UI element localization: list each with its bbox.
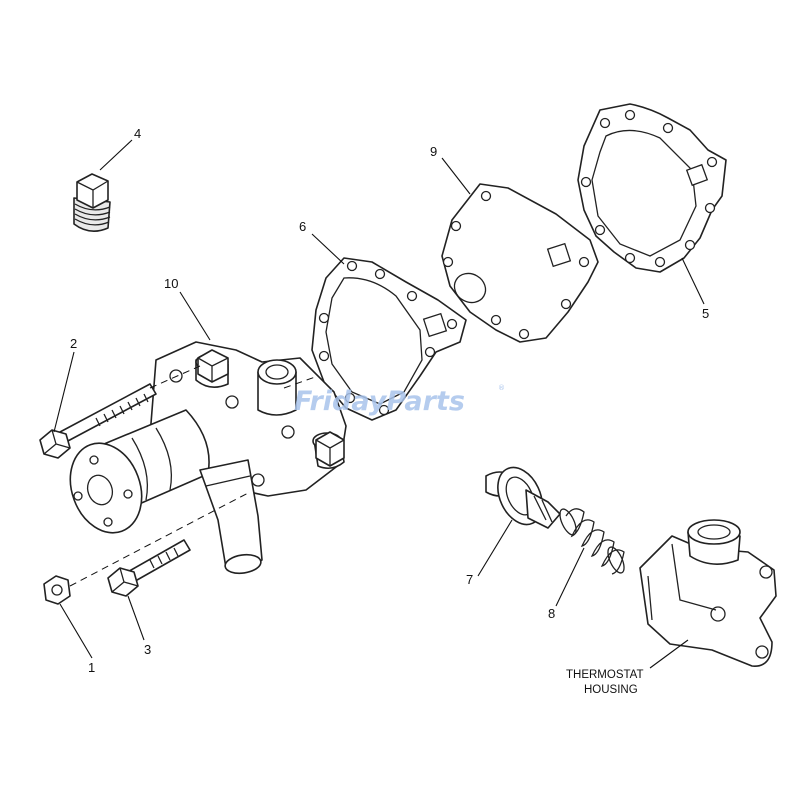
leader-line-9 <box>441 157 471 195</box>
watermark-registered-mark: ® <box>498 384 505 392</box>
callout-3: 3 <box>144 642 151 657</box>
leader-line-2 <box>53 351 75 433</box>
callout-7: 7 <box>466 572 473 587</box>
alignment-line-gaskets <box>283 375 319 389</box>
water-pump-part-10 <box>69 341 347 575</box>
leader-line-6 <box>311 233 345 265</box>
thermostat-housing-label-line1: THERMOSTAT <box>566 669 644 681</box>
leader-line-housing <box>649 639 689 669</box>
watermark-logo: FridayParts <box>294 386 465 417</box>
callout-8: 8 <box>548 606 555 621</box>
leader-line-1 <box>59 603 93 659</box>
pump-side-nut <box>315 431 345 467</box>
plate-part-9 <box>441 183 599 343</box>
leader-line-4 <box>99 139 133 171</box>
spring-part-8 <box>559 508 625 575</box>
callout-9: 9 <box>430 144 437 159</box>
alignment-line-bolt-2 <box>149 365 201 389</box>
callout-1: 1 <box>88 660 95 675</box>
long-bolt-part-2 <box>39 383 157 459</box>
callout-10: 10 <box>164 276 178 291</box>
leader-line-8 <box>555 547 585 607</box>
leader-line-7 <box>477 519 513 577</box>
short-bolt-part-3 <box>107 539 191 597</box>
pump-top-nut <box>197 349 229 383</box>
gasket-part-6 <box>311 257 467 421</box>
leader-line-3 <box>127 595 145 641</box>
callout-5: 5 <box>702 306 709 321</box>
callout-2: 2 <box>70 336 77 351</box>
leader-line-10 <box>179 291 211 341</box>
pipe-plug-part-4 <box>73 173 111 232</box>
callout-4: 4 <box>134 126 141 141</box>
leader-line-5 <box>681 257 705 305</box>
gasket-part-5 <box>577 103 727 273</box>
thermostat-housing-label-line2: HOUSING <box>584 684 638 696</box>
thermostat-part-7 <box>485 466 561 529</box>
alignment-line-bolt-3 <box>69 491 251 587</box>
thermostat-housing <box>639 519 777 667</box>
nut-part-1 <box>43 575 71 605</box>
callout-6: 6 <box>299 219 306 234</box>
